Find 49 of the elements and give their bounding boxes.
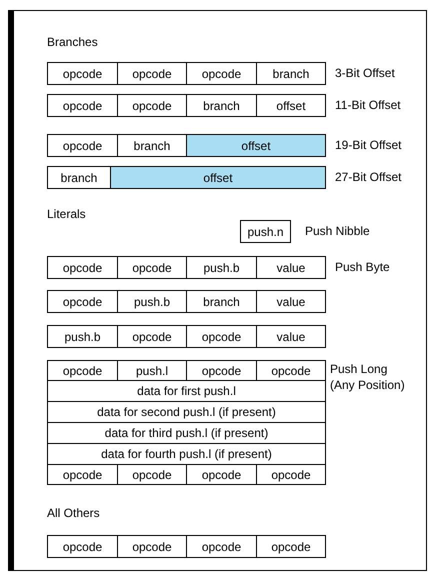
instruction-field: opcode (117, 256, 187, 279)
instruction-field: opcode (47, 290, 118, 313)
instruction-field: offset (256, 94, 326, 117)
format-label: Push Long (330, 362, 388, 376)
instruction-field: branch (256, 62, 326, 85)
instruction-field: opcode (186, 535, 257, 558)
instruction-field: branch (47, 166, 111, 189)
instruction-field: value (256, 290, 326, 313)
instruction-field: data for fourth push.l (if present) (47, 443, 326, 465)
instruction-field: push.b (117, 290, 187, 313)
instruction-field: opcode (117, 94, 187, 117)
instruction-field: data for second push.l (if present) (47, 401, 326, 423)
instruction-field: branch (186, 94, 257, 117)
instruction-field: opcode (47, 62, 118, 85)
instruction-field: opcode (256, 360, 326, 381)
instruction-field: opcode (47, 134, 118, 157)
format-label: 27-Bit Offset (335, 170, 402, 184)
instruction-field: opcode (186, 62, 257, 85)
instruction-field: branch (186, 290, 257, 313)
instruction-field: push.n (240, 220, 291, 243)
highlighted-field: offset (186, 134, 326, 157)
instruction-field: opcode (47, 360, 118, 381)
instruction-field: value (256, 325, 326, 348)
instruction-field: opcode (256, 535, 326, 558)
format-label: 3-Bit Offset (335, 66, 395, 80)
format-note: (Any Position) (330, 378, 405, 392)
instruction-field: value (256, 256, 326, 279)
instruction-field: opcode (47, 94, 118, 117)
section-heading: Branches (47, 35, 98, 49)
instruction-field: push.b (47, 325, 118, 348)
instruction-field: data for first push.l (47, 380, 326, 402)
instruction-field: opcode (256, 464, 326, 485)
instruction-field: opcode (186, 325, 257, 348)
format-label: 11-Bit Offset (335, 98, 401, 112)
highlighted-field: offset (110, 166, 326, 189)
instruction-field: data for third push.l (if present) (47, 422, 326, 444)
format-label: 19-Bit Offset (335, 138, 402, 152)
instruction-field: branch (117, 134, 187, 157)
instruction-field: opcode (117, 325, 187, 348)
format-label: Push Nibble (305, 224, 370, 238)
instruction-field: opcode (47, 464, 118, 485)
instruction-field: push.b (186, 256, 257, 279)
instruction-field: opcode (117, 62, 187, 85)
instruction-field: opcode (117, 535, 187, 558)
instruction-field: opcode (47, 256, 118, 279)
section-heading: All Others (47, 506, 100, 520)
section-heading: Literals (47, 207, 86, 221)
instruction-field: opcode (47, 535, 118, 558)
format-label: Push Byte (335, 260, 390, 274)
